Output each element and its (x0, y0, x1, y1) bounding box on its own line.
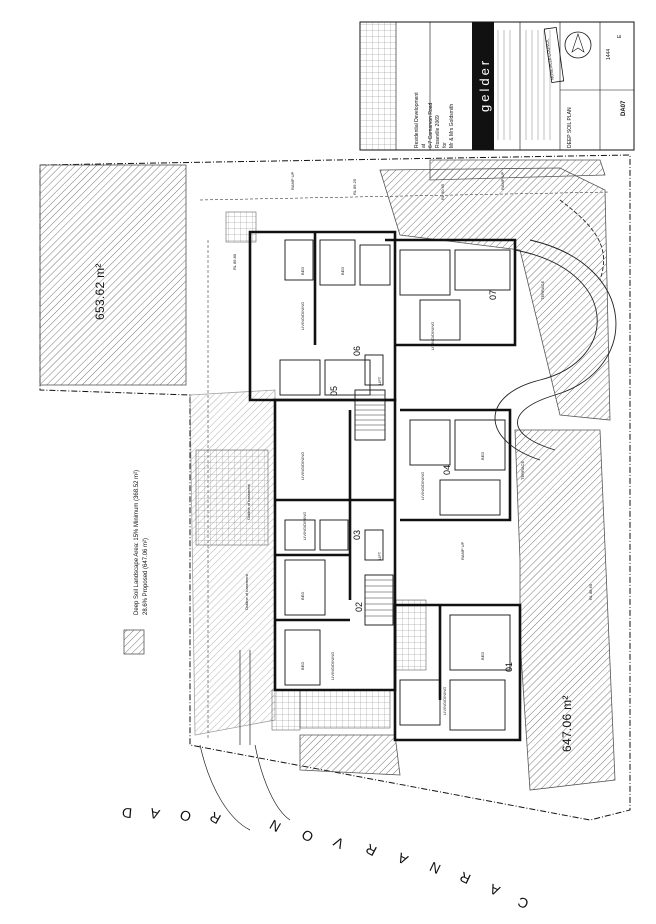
firm-logo-panel (472, 22, 494, 150)
room-label: BED (340, 266, 345, 275)
unit-number: 03 (352, 529, 362, 540)
room-label: LIVING/DINING (330, 651, 335, 680)
ramp-label: RAMP UP (460, 541, 465, 560)
drawing-title: DEEP SOIL PLAN (567, 107, 573, 148)
room-label: LIVING/DINING (302, 511, 307, 540)
deep-soil-area-top (39, 164, 187, 386)
legend-line-1: Deep Soil Landscape Area: 15% Minimum (3… (134, 469, 140, 615)
road-letter: D (121, 804, 133, 822)
council-stamp (543, 26, 565, 84)
legend-line-2: 28.6% Proposed (647.06 m²) (143, 537, 149, 615)
lift-label: LIFT (377, 551, 382, 560)
drawing-number: DA07 (621, 100, 627, 116)
unit-number: 06 (352, 345, 362, 356)
room-label: BED (300, 661, 305, 670)
room-label: LIVING/DINING (420, 471, 425, 500)
room-label: BED (480, 651, 485, 660)
basement-outline-label: Outline of basement (246, 484, 251, 520)
level-label: RL 90.95 (440, 183, 445, 200)
legend-swatch (123, 629, 145, 655)
north-arrow-icon (564, 31, 592, 59)
project-line: Roseville 2069 (435, 115, 441, 148)
deep-soil-area-left (189, 389, 276, 736)
title-block (359, 21, 635, 151)
level-label: RL 89.80 (232, 253, 237, 270)
lift-label: LIFT (377, 376, 382, 385)
firm-logo: gelder (477, 57, 492, 112)
room-label: BED (300, 266, 305, 275)
ramp-label: RAMP UP (500, 171, 505, 190)
project-line: Mr & Mrs Goldsmith (449, 103, 455, 148)
unit-number: 04 (442, 464, 452, 475)
room-label: LIVING/DINING (430, 321, 435, 350)
revision: E (617, 34, 623, 38)
project-line: at (421, 143, 427, 148)
room-label: BED (300, 591, 305, 600)
front-features (199, 650, 291, 831)
terrace-label: TERRACE (540, 280, 545, 300)
paving (195, 211, 427, 731)
area-label-top: 653.62 m² (93, 263, 107, 320)
project-line: Residential Development (414, 92, 420, 148)
room-label: LIVING/DINING (300, 451, 305, 480)
terrace-label: TERRACE (520, 460, 525, 480)
deep-soil-areas (39, 159, 616, 791)
unit-number: 05 (329, 385, 339, 396)
level-label: RL 89.25 (352, 178, 357, 195)
building-walls (248, 230, 522, 742)
ramp-label: RAMP UP (290, 171, 295, 190)
project-line: 6-7 Carnarvon Road (428, 102, 434, 148)
unit-number: 01 (504, 661, 514, 672)
room-label: BED (480, 451, 485, 460)
area-label-bottom: 647.06 m² (560, 695, 574, 752)
level-label: RL 88.60 (588, 583, 593, 600)
basement-outline-label: Outline of basement (244, 574, 249, 610)
deep-soil-area-bottom (514, 429, 616, 791)
job-number: 1444 (606, 48, 612, 60)
room-label: LIVING/DINING (300, 301, 305, 330)
room-label: LIVING/DINING (442, 686, 447, 715)
project-line: for (442, 142, 448, 148)
unit-number: 07 (488, 289, 498, 300)
unit-number: 02 (354, 601, 364, 612)
driveway (494, 199, 617, 461)
